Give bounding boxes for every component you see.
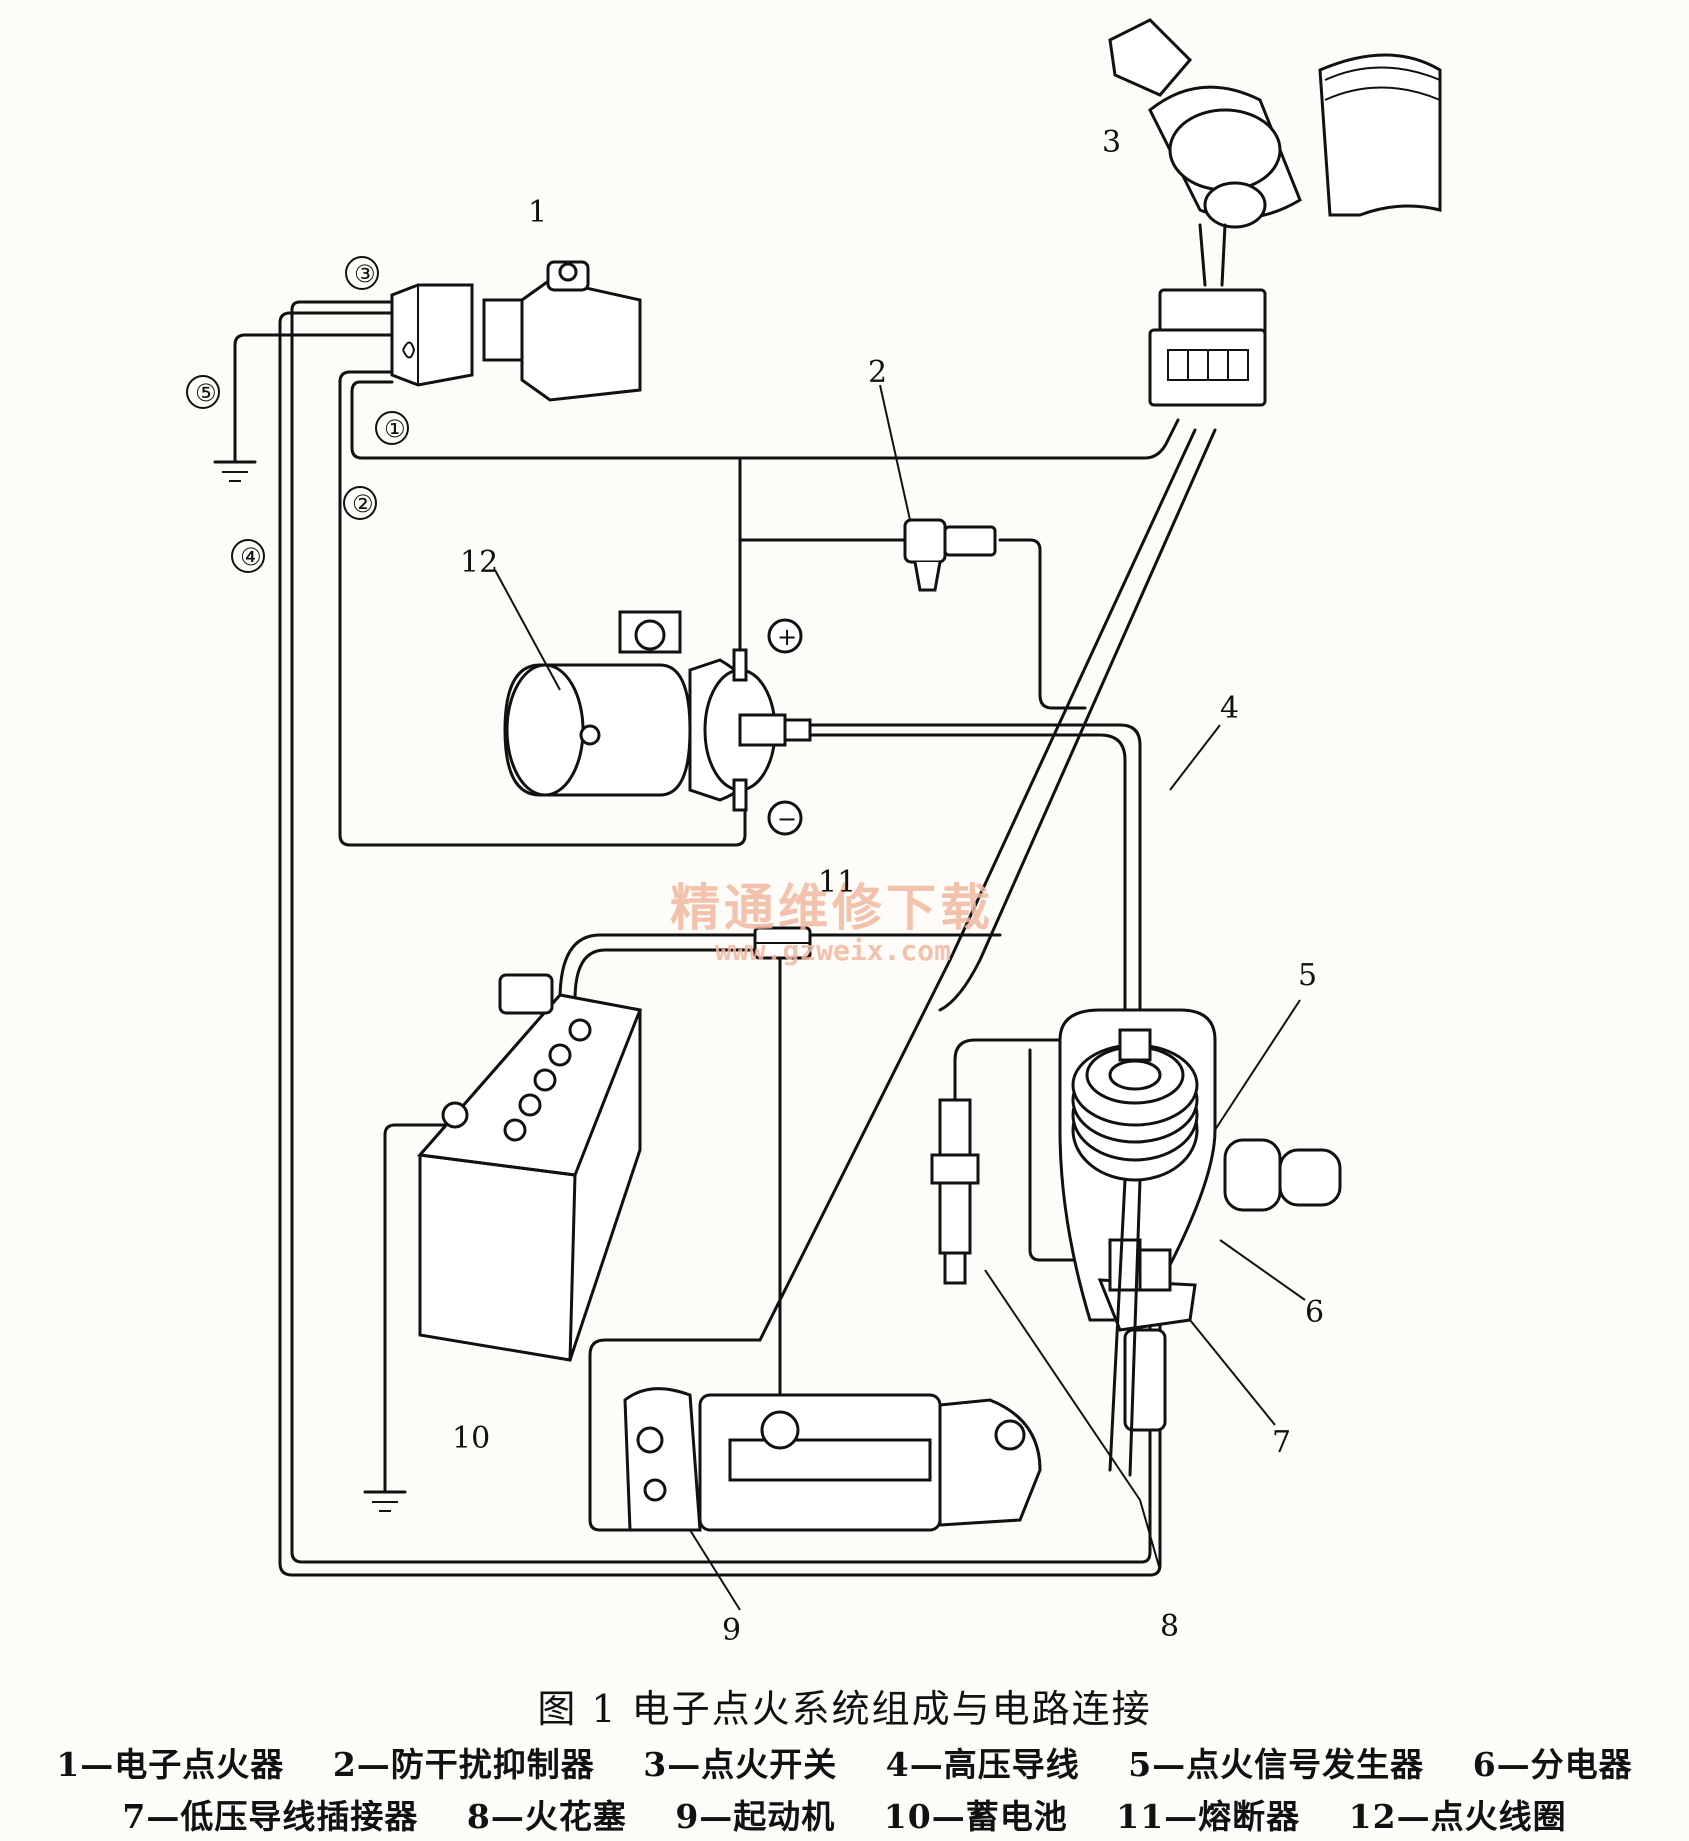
legend-row-2: 7—低压导线插接器 8—火花塞 9—起动机 10—蓄电池 11—熔断器 12—点… bbox=[0, 1790, 1689, 1838]
legend-item-11: 11—熔断器 bbox=[1116, 1797, 1301, 1836]
ignition-circuit-diagram: 精通维修下载 www.gzweix.com 1 2 3 4 5 6 7 8 9 … bbox=[186, 18, 1442, 1648]
terminal-2: ② bbox=[352, 490, 374, 518]
legend-item-6: 6—分电器 bbox=[1472, 1745, 1633, 1784]
callout-8: 8 bbox=[1160, 1609, 1179, 1644]
legend-row-1: 1—电子点火器 2—防干扰抑制器 3—点火开关 4—高压导线 5—点火信号发生器… bbox=[0, 1738, 1689, 1786]
interference-suppressor bbox=[868, 518, 997, 592]
watermark-cn: 精通维修下载 bbox=[670, 879, 994, 937]
legend-item-10: 10—蓄电池 bbox=[883, 1797, 1068, 1836]
watermark-url: www.gzweix.com bbox=[715, 934, 951, 967]
watermark: 精通维修下载 www.gzweix.com bbox=[670, 879, 994, 967]
terminal-5: ⑤ bbox=[195, 379, 217, 407]
terminal-plus: + bbox=[777, 623, 797, 651]
callout-7: 7 bbox=[1272, 1425, 1291, 1460]
ignition-coil bbox=[503, 610, 812, 836]
electronic-igniter bbox=[390, 260, 642, 402]
terminal-labels: ③ ⑤ ① ② ④ + − bbox=[186, 256, 797, 833]
callout-6: 6 bbox=[1305, 1295, 1324, 1330]
callout-12: 12 bbox=[460, 545, 498, 580]
distributor bbox=[1058, 1008, 1342, 1477]
fuse bbox=[753, 926, 812, 960]
callout-4: 4 bbox=[1220, 691, 1239, 726]
starter-motor bbox=[623, 1387, 1042, 1532]
wiring bbox=[213, 300, 1217, 1577]
legend-item-4: 4—高压导线 bbox=[885, 1745, 1080, 1784]
callout-10: 10 bbox=[452, 1421, 490, 1456]
legend-item-8: 8—火花塞 bbox=[466, 1797, 627, 1836]
terminal-1: ① bbox=[384, 415, 406, 443]
leader-lines bbox=[494, 384, 1306, 1611]
ignition-switch bbox=[1108, 18, 1442, 407]
terminal-3-circle bbox=[345, 256, 379, 290]
callout-3: 3 bbox=[1102, 125, 1121, 160]
terminal-3: ③ bbox=[354, 260, 376, 288]
callout-9: 9 bbox=[722, 1613, 741, 1648]
terminal-4-circle bbox=[231, 539, 265, 573]
callouts: 1 2 3 4 5 6 7 8 9 10 11 12 bbox=[452, 125, 1324, 1648]
legend-item-3: 3—点火开关 bbox=[643, 1745, 838, 1784]
figure-caption: 图 1 电子点火系统组成与电路连接 bbox=[537, 1687, 1152, 1731]
callout-5: 5 bbox=[1298, 958, 1317, 993]
callout-2: 2 bbox=[868, 355, 887, 390]
callout-11: 11 bbox=[818, 865, 856, 900]
legend-item-1: 1—电子点火器 bbox=[56, 1745, 285, 1784]
callout-1: 1 bbox=[528, 195, 547, 230]
legend-item-9: 9—起动机 bbox=[675, 1797, 836, 1836]
legend-item-2: 2—防干扰抑制器 bbox=[332, 1745, 595, 1784]
terminal-4: ④ bbox=[240, 543, 262, 571]
terminal-minus: − bbox=[777, 805, 797, 833]
terminal-1-circle bbox=[375, 411, 409, 445]
spark-plug bbox=[930, 1098, 980, 1285]
battery bbox=[417, 973, 643, 1362]
legend-item-7: 7—低压导线插接器 bbox=[122, 1797, 419, 1836]
legend-item-12: 12—点火线圈 bbox=[1348, 1797, 1567, 1836]
terminal-5-circle bbox=[186, 375, 220, 409]
terminal-2-circle bbox=[343, 486, 377, 520]
legend-item-5: 5—点火信号发生器 bbox=[1128, 1745, 1425, 1784]
